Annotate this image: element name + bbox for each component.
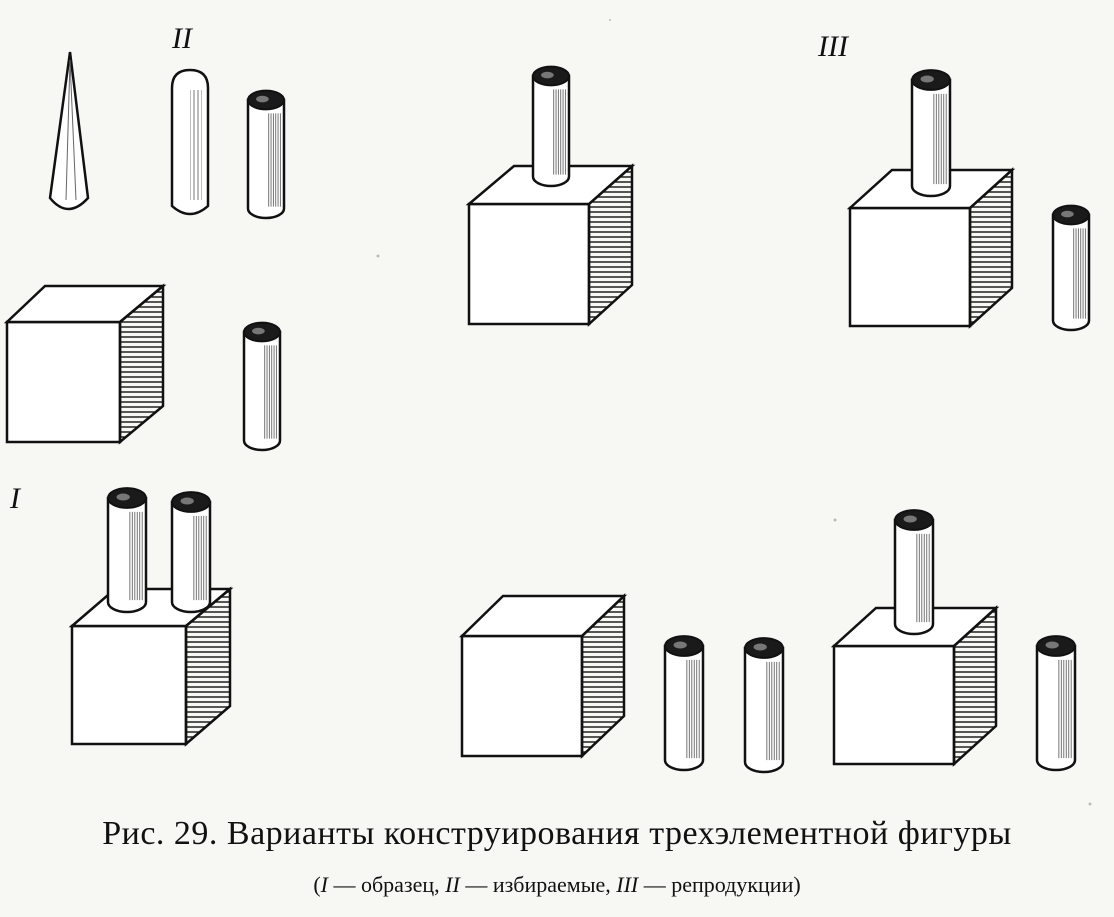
rod-loose-reproduction-3b (743, 637, 785, 774)
caption-legend-open: ( (313, 872, 321, 897)
rod-sample-left (106, 487, 148, 614)
rod-loose (242, 321, 282, 452)
label-selectable: II (171, 22, 194, 55)
reproduction-cube-1 (465, 163, 636, 327)
caption-text-sample: — образец, (327, 872, 446, 897)
caption-numeral-sample: I (320, 872, 328, 897)
rod-loose-reproduction-3a (663, 635, 705, 772)
caption-numeral-selectable: II (445, 872, 460, 897)
caption-text-selectable: — избираемые, (459, 872, 617, 897)
caption-title: Рис. 29. Варианты конструирования трехэл… (102, 815, 1012, 852)
sample-cube (68, 586, 234, 747)
label-sample: I (9, 482, 22, 515)
rounded-rod-piece (170, 68, 210, 216)
figure-drawing: II III I (3, 19, 1092, 806)
caption-numeral-reproductions: III (616, 872, 639, 897)
rod-on-cube-1 (531, 65, 571, 188)
paper-specks (376, 19, 1092, 806)
reproduction-cube-4 (830, 605, 1000, 767)
rod-on-cube-4 (893, 509, 935, 636)
caption-text-reproductions: — репродукции) (638, 872, 801, 897)
cube-piece (3, 283, 167, 445)
rod-loose-reproduction-4 (1035, 635, 1077, 772)
rod-selectable (246, 89, 286, 220)
label-reproductions: III (817, 30, 850, 63)
rods-group (106, 65, 1091, 774)
rod-on-cube-2 (910, 69, 952, 198)
rod-sample-right (170, 491, 212, 614)
reproduction-cube-2 (846, 167, 1016, 329)
cone-piece (48, 51, 90, 211)
reproduction-cube-3 (458, 593, 628, 759)
rod-loose-reproduction-2 (1051, 204, 1091, 332)
caption-legend: (I — образец, II — избираемые, III — реп… (0, 872, 1114, 898)
